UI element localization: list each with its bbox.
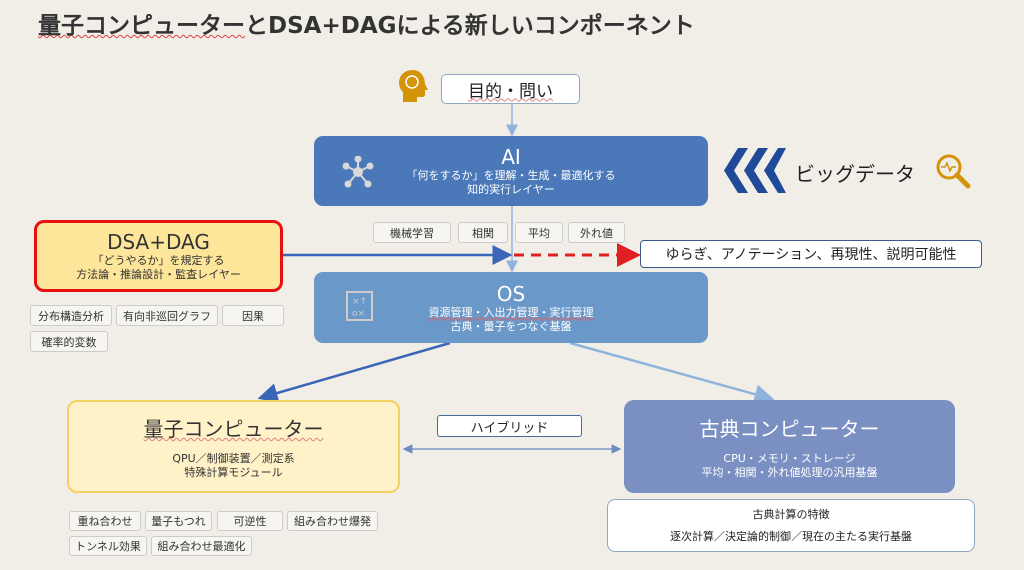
magnifier-analytics-icon	[936, 154, 971, 189]
ai-tag: 相関	[458, 222, 508, 243]
fluctuation-box: ゆらぎ、アノテーション、再現性、説明可能性	[640, 240, 982, 268]
svg-text:o×: o×	[352, 309, 365, 319]
os-to-classical-arrow	[569, 341, 775, 404]
quantum-tag: 量子もつれ	[145, 511, 212, 531]
ai-box: AI 「何をするか」を理解・生成・最適化する 知的実行レイヤー	[314, 136, 708, 206]
dsa-tag: 有向非巡回グラフ	[116, 305, 218, 326]
bigdata-label: ビッグデータ	[795, 162, 915, 186]
dsa-tag: 因果	[222, 305, 284, 326]
quantum-tag: 重ね合わせ	[69, 511, 141, 531]
ai-tag: 機械学習	[373, 222, 451, 243]
os-to-quantum-arrow	[257, 341, 451, 403]
chevrons-left-icon	[724, 148, 786, 193]
quantum-computer-box: 量子コンピューター QPU／制御装置／測定系 特殊計算モジュール	[67, 400, 400, 493]
dsa-tag: 分布構造分析	[30, 305, 112, 326]
classical-features-box: 古典計算の特徴 逐次計算／決定論的制御／現在の主たる実行基盤	[607, 499, 975, 552]
os-box: ×↑o× OS 資源管理・入出力管理・実行管理 古典・量子をつなぐ基盤	[314, 272, 708, 343]
ai-tag: 平均	[515, 222, 563, 243]
ai-title: AI	[501, 145, 521, 169]
quantum-tag: 可逆性	[217, 511, 283, 531]
classical-computer-box: 古典コンピューター CPU・メモリ・ストレージ 平均・相関・外れ値処理の汎用基盤	[624, 400, 955, 493]
network-icon	[342, 156, 374, 188]
dsa-tag: 確率的変数	[30, 331, 108, 352]
page-title: 量子コンピューターとDSA+DAGによる新しいコンポーネント	[38, 13, 695, 39]
quantum-tag: トンネル効果	[69, 536, 147, 556]
strategy-board-icon: ×↑ o×	[346, 291, 373, 321]
dsa-dag-box: DSA+DAG 「どうやるか」を規定する 方法論・推論設計・監査レイヤー	[34, 220, 283, 292]
svg-text:×↑: ×↑	[352, 297, 367, 307]
head-brain-icon	[399, 70, 428, 102]
quantum-tag: 組み合わせ最適化	[151, 536, 252, 556]
purpose-box: 目的・問い	[441, 74, 580, 104]
ai-tag: 外れ値	[568, 222, 625, 243]
hybrid-label: ハイブリッド	[437, 415, 582, 437]
quantum-tag: 組み合わせ爆発	[287, 511, 378, 531]
